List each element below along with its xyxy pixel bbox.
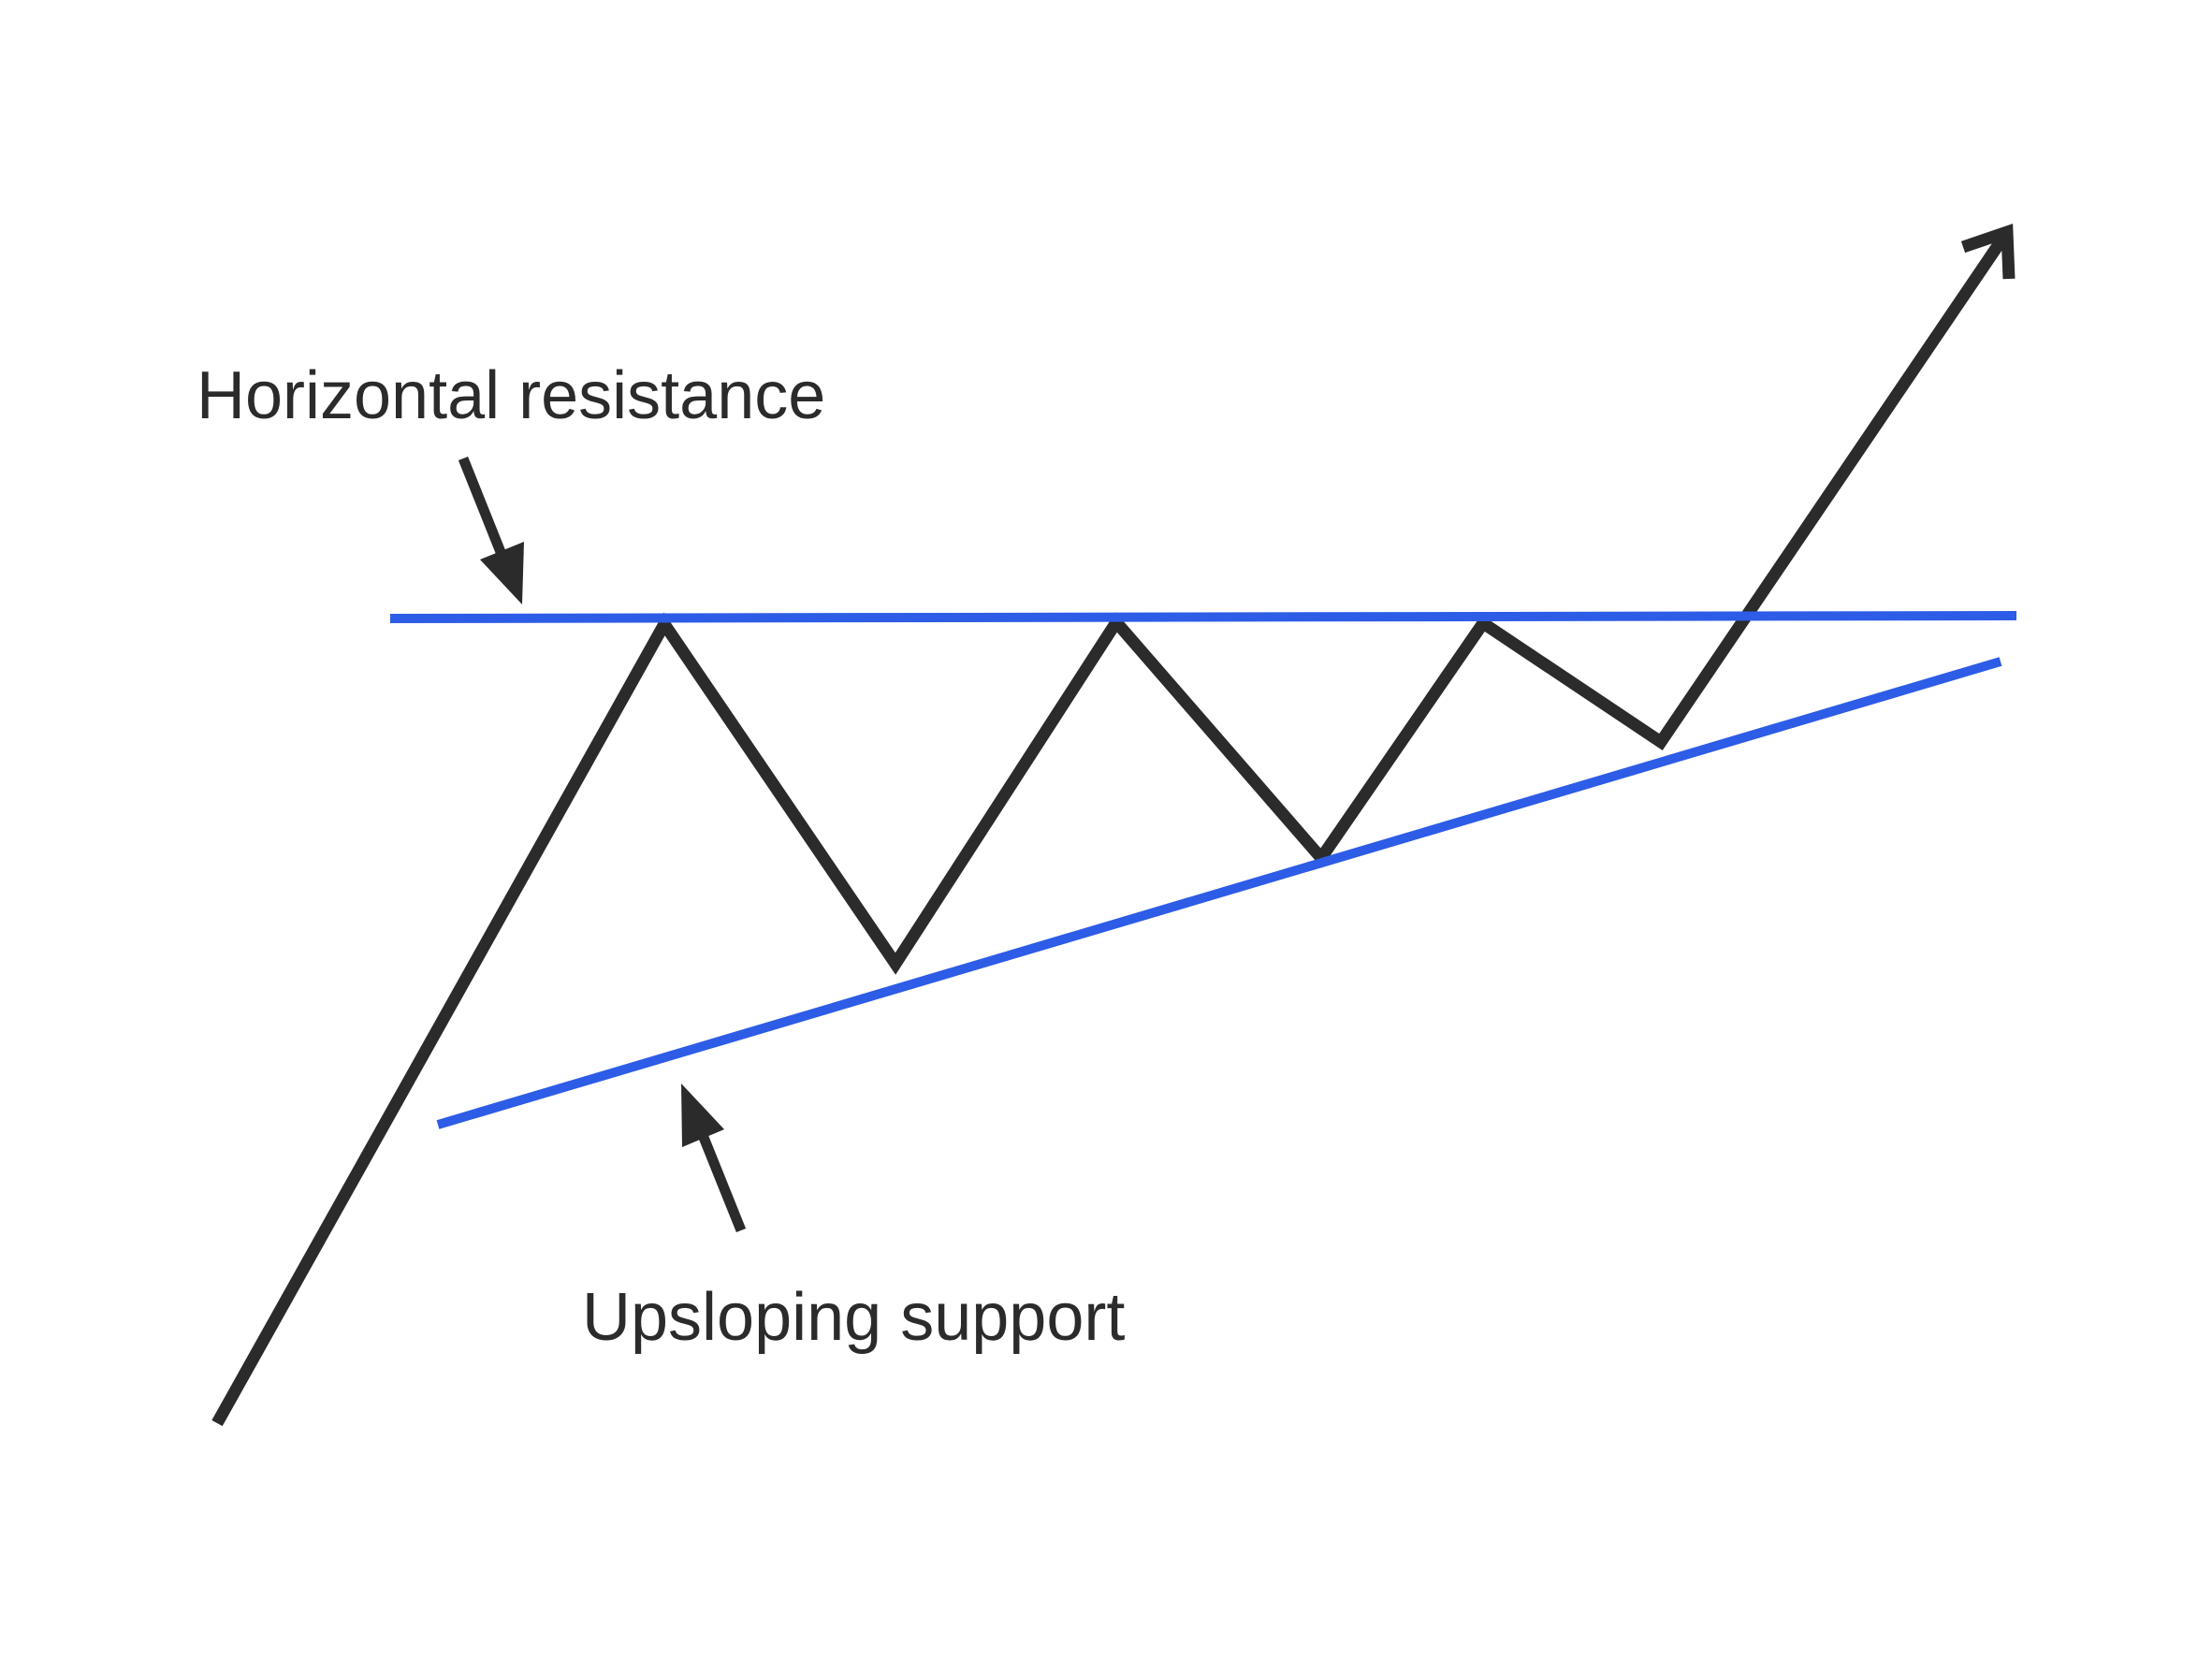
resistance-pointer-shaft: [458, 456, 508, 560]
support-pointer-arrow: [681, 1084, 747, 1233]
resistance-pointer-arrow: [458, 456, 524, 604]
support-label: Upsloping support: [582, 1280, 1125, 1355]
resistance-line: [389, 611, 2017, 623]
support-pointer-shaft: [697, 1132, 747, 1233]
resistance-pointer-arrowhead-icon: [480, 542, 524, 604]
resistance-label: Horizontal resistance: [196, 358, 825, 433]
breakout-arrowhead-icon: [1960, 224, 2016, 280]
price-line: [211, 228, 2013, 1427]
support-line: [436, 657, 2002, 1129]
support-pointer-arrowhead-icon: [681, 1084, 724, 1147]
